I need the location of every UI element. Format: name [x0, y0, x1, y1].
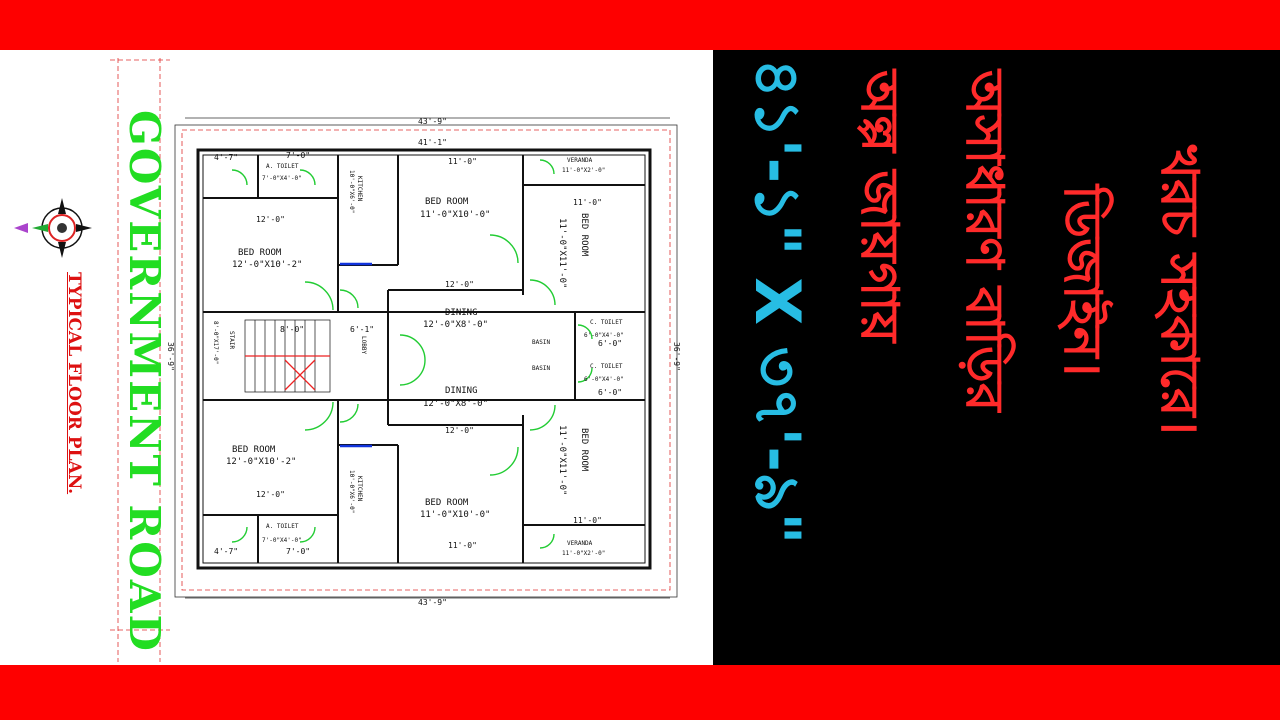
kitchen-top-name: KITCHEN — [356, 176, 363, 202]
plot-dimension-headline: ৪১'-১" X ৩৭'-৯" — [741, 58, 814, 545]
dim-6-0-bottom: 6'-0" — [598, 388, 622, 397]
dim-12-bottom: 12'-0" — [256, 490, 285, 499]
bed-room-top-right-size: 11'-0"X11'-0" — [557, 218, 567, 288]
bed-room-bottom-left-size: 12'-0"X10'-2" — [226, 457, 296, 467]
overall-height-dim-right: 36'-9" — [672, 342, 681, 371]
stair-size: 8'-0"X17'-0" — [212, 321, 219, 364]
typical-floor-plan-title: TYPICAL FLOOR PLAN. — [64, 272, 84, 495]
c-toilet-top-size: 6'-0"X4'-0" — [584, 332, 624, 339]
bed-room-bottom-right-name: BED ROOM — [579, 428, 589, 472]
dining-bottom-size: 12'-0"X8'-0" — [423, 399, 488, 409]
basin-bottom-name: BASIN — [532, 365, 550, 372]
verandah-bottom-size: 11'-0"X2'-0" — [562, 550, 605, 557]
c-toilet-bottom-size: 6'-0"X4'-0" — [584, 376, 624, 383]
bed-room-top-left-size: 12'-0"X10'-2" — [232, 260, 302, 270]
bed-room-bottom-right-size: 11'-0"X11'-0" — [557, 425, 567, 495]
inner-width-dim: 41'-1" — [418, 138, 447, 147]
dim-4-7-bottom: 4'-7" — [214, 547, 238, 556]
a-toilet-bottom-size: 7'-0"X4'-0" — [262, 537, 302, 544]
bottom-red-band — [0, 665, 1280, 720]
dim-7-0-top: 7'-0" — [286, 151, 310, 160]
headline-line-1: অল্প জায়গায় — [849, 70, 909, 343]
headline-line-3: ডিজাইন। — [1052, 185, 1112, 377]
verandah-top-name: VERANDA — [567, 157, 593, 164]
compass-rose-icon — [14, 198, 92, 258]
dim-12-top: 12'-0" — [256, 215, 285, 224]
bed-room-top-right-name: BED ROOM — [579, 213, 589, 257]
dim-12-dining-bottom: 12'-0" — [445, 426, 474, 435]
dining-top-size: 12'-0"X8'-0" — [423, 320, 488, 330]
dining-bottom-name: DINING — [445, 386, 478, 396]
kitchen-top-size: 10'-0"X6'-0" — [348, 170, 355, 213]
overall-width-dim-bottom: 43'-9" — [418, 598, 447, 607]
dim-11-right-bottom: 11'-0" — [573, 516, 602, 525]
dim-11-bottom: 11'-0" — [448, 541, 477, 550]
kitchen-bottom-name: KITCHEN — [356, 476, 363, 502]
government-road-label: GOVERNMENT ROAD — [120, 110, 169, 653]
bed-room-top-left-name: BED ROOM — [238, 248, 282, 258]
overall-height-dim-left: 36'-9" — [166, 342, 175, 371]
headline-line-4: খরচ সহকারে। — [1149, 145, 1209, 436]
verandah-top-size: 11'-0"X2'-0" — [562, 167, 605, 174]
bed-room-top-center-size: 11'-0"X10'-0" — [420, 210, 490, 220]
floor-plan-drawing — [14, 58, 678, 662]
lobby-dim: 6'-1" — [350, 325, 374, 334]
stair-name: STAIR — [228, 331, 235, 349]
dim-7-0-bottom: 7'-0" — [286, 547, 310, 556]
plan-labels: 43'-9" 41'-1" 43'-9" 36'-9" 36'-9" BED R… — [166, 117, 681, 607]
c-toilet-top-name: C. TOILET — [590, 319, 623, 326]
headline-panel — [713, 50, 1280, 665]
bed-room-bottom-center-name: BED ROOM — [425, 498, 469, 508]
dining-top-name: DINING — [445, 308, 478, 318]
dim-6-0-top: 6'-0" — [598, 339, 622, 348]
a-toilet-top-name: A. TOILET — [266, 163, 299, 170]
kitchen-bottom-size: 10'-0"X6'-0" — [348, 470, 355, 513]
dim-12-dining-top: 12'-0" — [445, 280, 474, 289]
floor-plan-panel: 43'-9" 41'-1" 43'-9" 36'-9" 36'-9" BED R… — [0, 50, 713, 665]
top-red-band — [0, 0, 1280, 50]
bed-room-bottom-center-size: 11'-0"X10'-0" — [420, 510, 490, 520]
a-toilet-bottom-name: A. TOILET — [266, 523, 299, 530]
bed-room-bottom-left-name: BED ROOM — [232, 445, 276, 455]
basin-top-name: BASIN — [532, 339, 550, 346]
c-toilet-bottom-name: C. TOILET — [590, 363, 623, 370]
dim-11-right-top: 11'-0" — [573, 198, 602, 207]
headline-line-2: অসাধারণ বাড়ির — [954, 70, 1014, 412]
bed-room-top-center-name: BED ROOM — [425, 197, 469, 207]
verandah-bottom-name: VERANDA — [567, 540, 593, 547]
lobby-name: LOBBY — [360, 336, 367, 354]
dim-8-0: 8'-0" — [280, 325, 304, 334]
overall-width-dim: 43'-9" — [418, 117, 447, 126]
dim-11-top: 11'-0" — [448, 157, 477, 166]
dim-4-7-top: 4'-7" — [214, 153, 238, 162]
a-toilet-top-size: 7'-0"X4'-0" — [262, 175, 302, 182]
